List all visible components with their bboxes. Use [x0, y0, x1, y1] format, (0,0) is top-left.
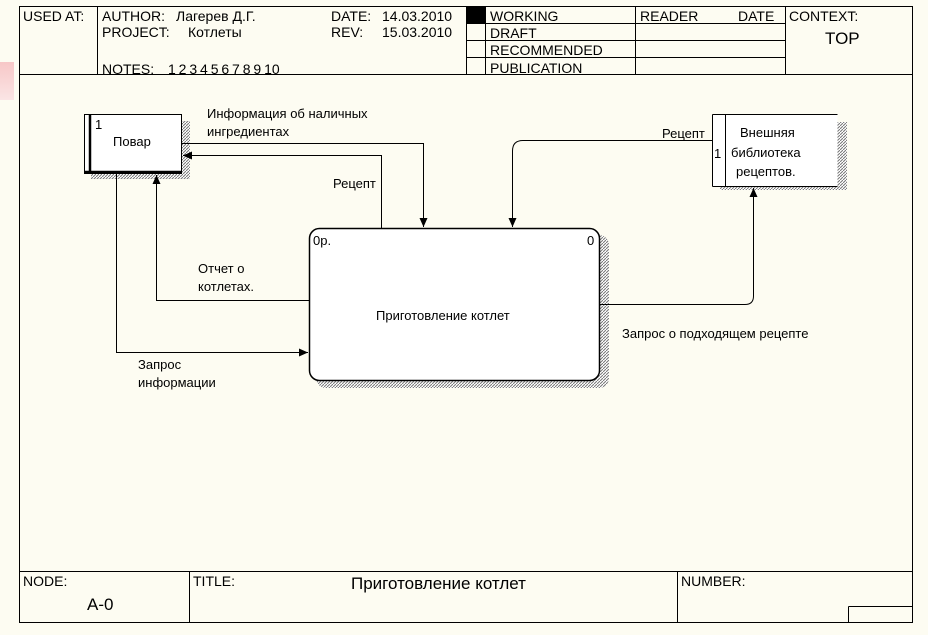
store-label-line3: рецептов.: [736, 164, 796, 179]
context-value: TOP: [825, 29, 860, 48]
status-publication[interactable]: PUBLICATION: [490, 60, 583, 76]
entity-box: [84, 114, 182, 174]
process-id: 0р.: [313, 233, 332, 248]
data-store-library[interactable]: [712, 114, 848, 191]
arrow-label-request-line2: информации: [138, 375, 216, 390]
store-number: 1: [714, 146, 722, 161]
header-frame: [19, 6, 913, 75]
status-draft[interactable]: DRAFT: [490, 25, 537, 41]
arrow-label-recipe-request: Запрос о подходящем рецепте: [622, 326, 809, 341]
external-entity-povar[interactable]: [84, 114, 191, 180]
used-at-label: USED AT:: [23, 8, 85, 24]
arrow-label-ingredients-line1: Информация об наличных: [207, 106, 368, 121]
process-box[interactable]: [308, 227, 610, 389]
arrow-ingredients-info[interactable]: [181, 143, 428, 228]
title-value: Приготовление котлет: [351, 574, 526, 593]
date-value: 14.03.2010: [382, 8, 453, 24]
working-status-marker: [467, 7, 485, 23]
process-cost: 0: [587, 233, 595, 248]
title-label: TITLE:: [193, 573, 236, 589]
notes-label: NOTES:: [102, 61, 155, 77]
node-value: A-0: [87, 595, 114, 614]
reader-date-label: DATE: [738, 8, 775, 24]
notes-value: 1 2 3 4 5 6 7 8 9 10: [168, 61, 280, 77]
entity-number: 1: [95, 117, 103, 132]
rev-value: 15.03.2010: [382, 24, 453, 40]
store-label-line1: Внешняя: [740, 125, 795, 140]
corner-accent: [0, 62, 14, 100]
number-label: NUMBER:: [681, 573, 746, 589]
reader-label: READER: [640, 8, 699, 24]
arrow-label-recipe-right: Рецепт: [662, 126, 705, 141]
status-working[interactable]: WORKING: [490, 8, 559, 24]
store-label-line2: библиотека: [731, 145, 801, 160]
arrow-cutlet-report[interactable]: [152, 175, 310, 301]
author-value: Лагерев Д.Г.: [176, 8, 256, 24]
arrow-label-report-line1: Отчет о: [198, 261, 245, 276]
status-recommended[interactable]: RECOMMENDED: [490, 42, 603, 58]
footer-frame: [19, 571, 913, 623]
node-label: NODE:: [23, 573, 68, 589]
author-label: AUTHOR:: [102, 8, 165, 24]
context-label: CONTEXT:: [789, 8, 859, 24]
rev-label: REV:: [331, 24, 364, 40]
arrow-label-ingredients-line2: ингредиентах: [207, 124, 290, 139]
arrow-info-request[interactable]: [116, 173, 309, 357]
project-value: Котлеты: [188, 24, 242, 40]
arrow-label-request-line1: Запрос: [138, 357, 182, 372]
arrow-recipe-left[interactable]: [183, 151, 382, 229]
arrow-label-report-line2: котлетах.: [198, 279, 254, 294]
project-label: PROJECT:: [102, 24, 170, 40]
process-label: Приготовление котлет: [376, 308, 510, 323]
arrow-label-recipe-left: Рецепт: [333, 176, 376, 191]
date-label: DATE:: [331, 8, 372, 24]
entity-label: Повар: [113, 134, 151, 149]
arrow-recipe-right[interactable]: [508, 140, 713, 228]
arrow-recipe-request[interactable]: [599, 188, 758, 305]
process-rect: [308, 227, 601, 382]
